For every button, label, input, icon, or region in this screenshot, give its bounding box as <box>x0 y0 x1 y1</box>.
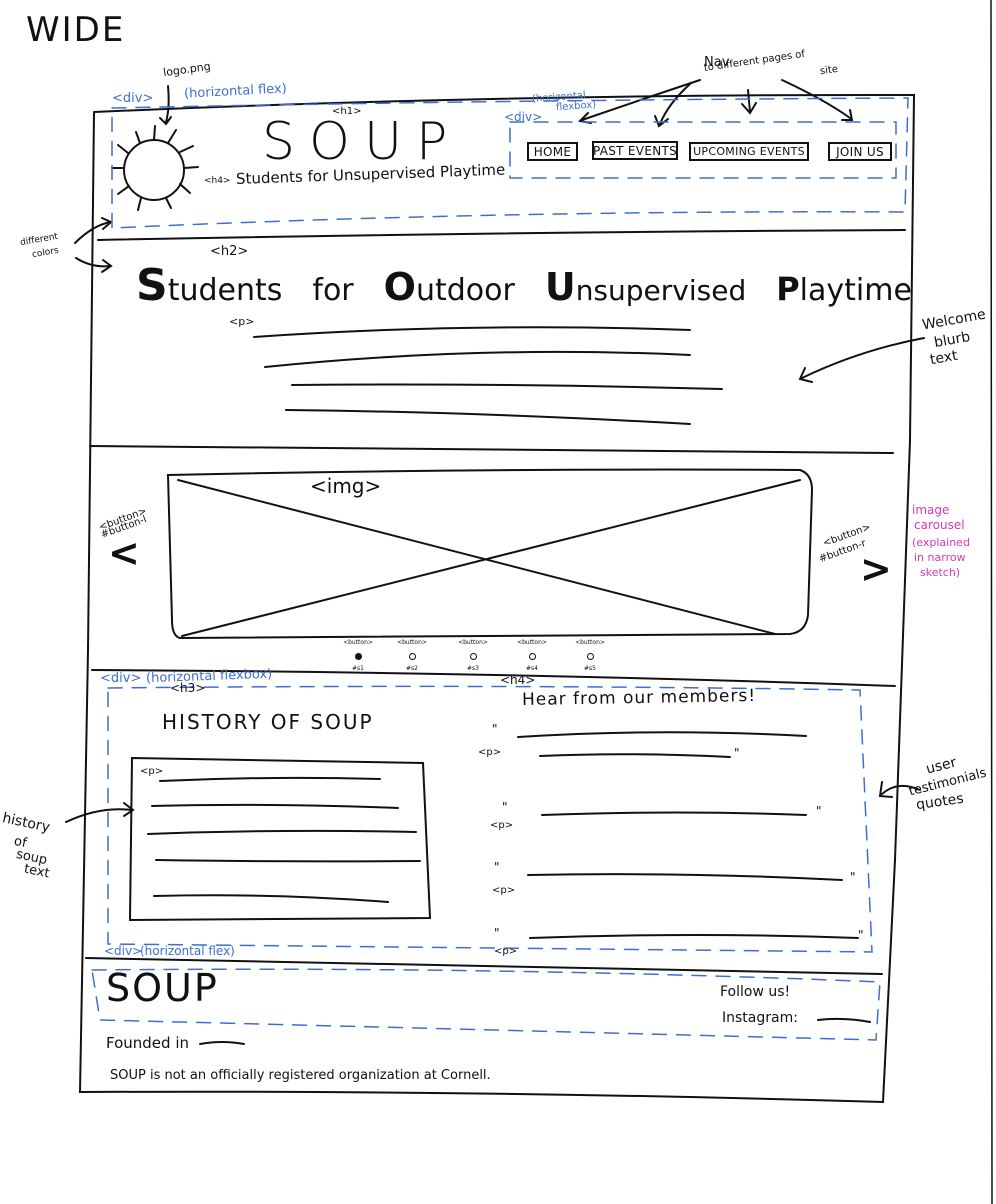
heading-word-students: Students <box>136 260 283 311</box>
testimonial-2-close-quote: " <box>816 804 822 818</box>
nav-past-events-button[interactable]: PAST EVENTS <box>592 141 678 160</box>
testimonials-heading: Hear from our members! <box>521 685 757 711</box>
dot-tag: <button> <box>458 639 488 646</box>
page-title: WIDE <box>26 10 126 50</box>
dot-id: #s1 <box>352 665 364 672</box>
testimonial-1-p-tag: <p> <box>478 747 502 758</box>
dot-indicator <box>354 653 362 660</box>
nav-home-button[interactable]: HOME <box>527 142 578 161</box>
testimonial-4-p-tag: <p> <box>494 946 518 957</box>
dot-tag: <button> <box>575 639 605 646</box>
dot-id: #s2 <box>406 665 418 672</box>
testimonial-1-close-quote: " <box>734 746 740 760</box>
dot-indicator <box>586 653 594 660</box>
dot-tag: <button> <box>343 639 373 646</box>
carousel-note-5: sketch) <box>920 566 961 579</box>
nav-div-tag: <div> <box>504 110 543 124</box>
testimonial-4-open-quote: " <box>494 926 500 940</box>
founded-text: Founded in <box>106 1034 189 1052</box>
carousel-dot-s1[interactable]: <button> #s1 <box>338 639 378 672</box>
dot-indicator <box>528 653 536 660</box>
nav-upcoming-events-button[interactable]: UPCOMING EVENTS <box>689 142 809 161</box>
welcome-p-tag: <p> <box>229 315 255 328</box>
carousel-dot-s5[interactable]: <button> #s5 <box>570 639 610 672</box>
dot-id: #s5 <box>584 665 596 672</box>
h2-tag: <h2> <box>210 244 249 259</box>
carousel-right-button[interactable]: > <box>860 547 892 591</box>
h3-tag: <h3> <box>170 681 206 695</box>
header-div-tag: <div> <box>112 91 154 106</box>
dot-indicator <box>469 653 477 660</box>
carousel-dot-s3[interactable]: <button> #s3 <box>453 639 493 672</box>
testimonial-3-open-quote: " <box>494 860 500 874</box>
subtitle-tag: <h4> <box>204 176 231 186</box>
heading-word-for: for <box>312 273 354 308</box>
site-title: SOUP <box>262 112 462 172</box>
carousel-dot-s2[interactable]: <button> #s2 <box>392 639 432 672</box>
testimonial-3-p-tag: <p> <box>492 885 516 896</box>
dot-tag: <button> <box>517 639 547 646</box>
heading-word-playtime: Playtime <box>776 270 912 308</box>
footer-title: SOUP <box>106 966 219 1010</box>
welcome-heading: Students for Outdoor Unsupervised Playti… <box>136 260 912 311</box>
carousel-note-3: (explained <box>912 536 970 549</box>
carousel-note-1: image <box>912 503 950 517</box>
dot-id: #s3 <box>467 665 479 672</box>
carousel-left-button[interactable]: < <box>108 531 140 575</box>
instagram-label[interactable]: Instagram: <box>722 1010 798 1026</box>
footer-div-tag: <div> <box>104 944 143 958</box>
history-p-tag: <p> <box>140 766 164 777</box>
dot-id: #s4 <box>526 665 538 672</box>
testimonial-2-p-tag: <p> <box>490 820 514 831</box>
heading-word-unsupervised: Unsupervised <box>544 265 747 309</box>
testimonial-4-close-quote: " <box>858 928 864 942</box>
disclaimer-text: SOUP is not an officially registered org… <box>110 1068 491 1083</box>
testimonial-1-open-quote: " <box>492 722 498 736</box>
img-tag: <img> <box>310 474 382 498</box>
carousel-note-2: carousel <box>914 518 965 532</box>
footer-flex-note: (horizontal flex) <box>140 944 235 958</box>
follow-us-text: Follow us! <box>720 984 791 1000</box>
dot-tag: <button> <box>397 639 427 646</box>
content-div-tag: <div> <box>100 671 142 686</box>
h4-tag: <h4> <box>500 673 536 687</box>
h1-tag: <h1> <box>332 106 362 117</box>
nav-join-us-button[interactable]: JOIN US <box>828 142 892 161</box>
testimonial-3-close-quote: " <box>850 870 856 884</box>
testimonial-2-open-quote: " <box>502 800 508 814</box>
history-heading: HISTORY OF SOUP <box>162 710 374 734</box>
carousel-dot-s4[interactable]: <button> #s4 <box>512 639 552 672</box>
heading-word-outdoor: Outdoor <box>383 265 515 309</box>
carousel-note-4: in narrow <box>914 551 966 564</box>
nav-note-title: Nav <box>704 55 730 70</box>
logo-icon <box>122 138 186 202</box>
dot-indicator <box>408 653 416 660</box>
